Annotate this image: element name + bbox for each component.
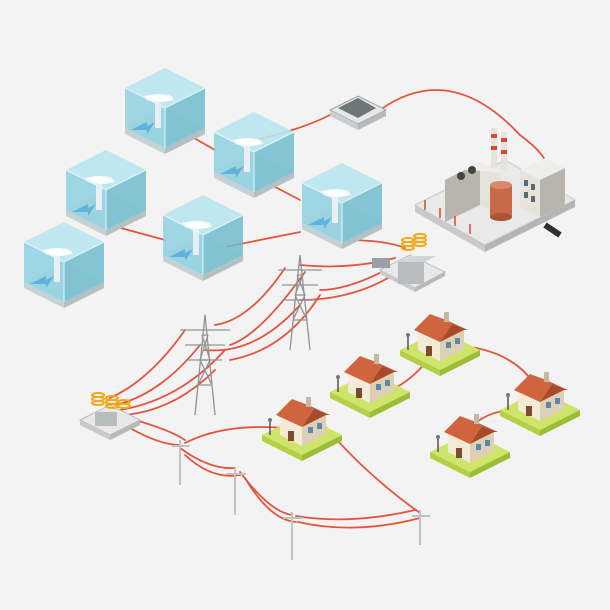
cable-pylons-c [229, 294, 321, 361]
coil-right [401, 233, 427, 251]
transformer-station-right [372, 233, 447, 292]
utility-pole-3 [283, 512, 303, 560]
boiler-tank [490, 185, 512, 217]
utility-pole-4 [412, 510, 430, 545]
cable-pylon-sub-b [114, 344, 201, 406]
pylon-1 [278, 254, 322, 351]
transformer-station-left [78, 392, 142, 440]
junction-box [328, 95, 388, 130]
cable-pole-far-a [295, 509, 416, 521]
cable-pylon-sub-a [109, 329, 186, 399]
utility-poles [172, 440, 430, 560]
coil-left [91, 392, 131, 409]
power-plant [413, 128, 577, 252]
utility-pole-2 [226, 468, 246, 515]
cable-pylons-a [214, 267, 286, 326]
cable-sub-pole-a [129, 427, 181, 446]
pylons [180, 254, 322, 416]
cable-pole-pole-a [179, 447, 236, 470]
cable-box-to-plant [379, 89, 546, 161]
cable-pylons-d [204, 304, 301, 352]
cable-pole-far-b [297, 517, 421, 529]
cable-sub-pole-b [134, 419, 186, 441]
pylon-2 [180, 314, 230, 416]
utility-pole-1 [172, 440, 190, 485]
cable-pylon-sub-d [124, 369, 216, 416]
